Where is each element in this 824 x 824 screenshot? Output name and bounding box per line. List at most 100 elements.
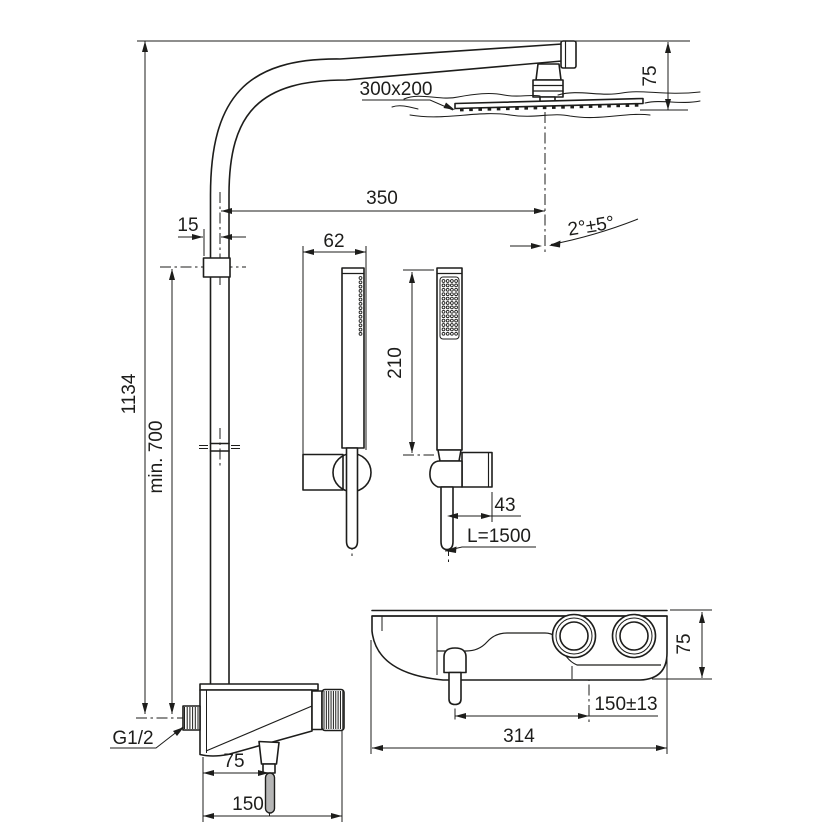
arrow-inlet-leader <box>173 727 184 736</box>
mixer-body <box>199 689 313 757</box>
arrow-210-top <box>409 272 415 283</box>
label-spout-offset: 75 <box>223 751 244 772</box>
deck-wall-edge <box>371 609 668 617</box>
arrow-150-13-left <box>455 713 466 719</box>
spray-wave-1 <box>403 92 541 100</box>
arrow-62-right <box>355 249 366 255</box>
arrow-314-right <box>656 745 667 751</box>
handshower-side-grip-hose <box>345 447 359 550</box>
overhead-shower <box>391 63 701 119</box>
arm-end-cap <box>560 40 577 69</box>
handshower-side-view <box>302 267 372 550</box>
label-holder-offset: 43 <box>494 495 515 516</box>
knob-top-left-mid <box>555 617 593 655</box>
handshower-front-view <box>429 267 493 551</box>
mixer-body-crease <box>205 705 313 752</box>
dim-line-210 <box>403 269 434 453</box>
arrow-head-size-leader <box>443 102 455 110</box>
arrow-75depth-bottom <box>699 667 705 678</box>
label-connection-spacing: 150±13 <box>594 694 657 715</box>
diverter-handle <box>264 772 276 814</box>
mixer-ext-lines <box>202 731 343 822</box>
spray-wave-4 <box>391 105 419 110</box>
arrow-15-right <box>221 234 232 240</box>
arrow-150-right <box>331 813 342 819</box>
knob-top-left-outer <box>551 613 597 659</box>
label-handshower-length: 210 <box>385 347 406 379</box>
label-deck-depth: 75 <box>674 633 695 654</box>
holder-sleeve <box>437 449 462 462</box>
leader-inlet-thread <box>110 726 184 749</box>
riser-union-joint <box>209 442 230 452</box>
arrow-210-bottom <box>409 442 415 453</box>
mixer-front-view <box>182 683 345 814</box>
riser-outer-line <box>209 43 563 686</box>
spray-wave-3 <box>409 113 651 119</box>
shower-hose <box>440 486 454 551</box>
arrow-75depth-top <box>699 612 705 623</box>
arrow-75mix-right <box>258 770 269 776</box>
arrow-75mix-left <box>203 770 214 776</box>
mixer-top-view <box>371 609 668 706</box>
spray-face-outline <box>439 276 460 340</box>
arrowheads <box>142 41 705 819</box>
arrow-angle-tick <box>531 243 542 249</box>
topview-spout-head <box>443 647 467 674</box>
label-handshower-depth: 62 <box>323 231 344 252</box>
handshower-front-body <box>436 267 463 451</box>
arrow-min700-top <box>169 269 175 280</box>
label-riser-offset: 15 <box>177 215 198 236</box>
label-head-size: 300x200 <box>360 79 433 100</box>
arrow-150-13-right <box>578 713 589 719</box>
label-hose-length: L=1500 <box>467 526 531 547</box>
label-min-height: min. 700 <box>146 421 167 494</box>
holder-barrel <box>461 451 493 488</box>
topview-spout-rod <box>448 671 462 706</box>
label-head-drop: 75 <box>640 65 661 86</box>
handshower-front-nozzles <box>441 279 458 336</box>
mixer-knob-knurl <box>323 691 344 729</box>
label-deck-width: 314 <box>503 726 535 747</box>
arrow-62-left <box>303 249 314 255</box>
arrow-hose-leader <box>445 546 457 553</box>
arrow-43-left <box>447 513 458 519</box>
spout-neck <box>258 740 280 765</box>
ball-joint-upper <box>535 63 562 81</box>
overhead-nozzles <box>460 103 639 112</box>
pipe-break-marks <box>199 445 240 449</box>
shower-head-plate <box>454 97 644 110</box>
label-inlet-thread: G1/2 <box>112 728 153 749</box>
arrow-min700-bottom <box>169 703 175 714</box>
handshower-side-body <box>341 267 365 449</box>
label-body-width: 150 <box>232 794 264 815</box>
arrow-350-left <box>221 208 232 214</box>
label-overall-height: 1134 <box>119 373 140 414</box>
arrow-150-left <box>203 813 214 819</box>
arrow-75head-top <box>665 42 671 53</box>
arrow-angle-arc <box>549 240 561 248</box>
knob-top-right-mid <box>615 617 653 655</box>
arrow-15-left <box>192 234 203 240</box>
arrow-43-right <box>481 513 492 519</box>
arrow-75head-bottom <box>665 99 671 110</box>
arrow-350-right <box>534 208 545 214</box>
ball-joint-rings <box>533 84 563 92</box>
dim-line-75-head <box>640 42 688 111</box>
wall-bracket <box>202 257 231 278</box>
arrow-1134-bottom <box>142 703 148 714</box>
spout-joint <box>262 763 276 774</box>
knob-top-right-inner <box>619 621 649 651</box>
inlet-connector <box>182 705 201 731</box>
inlet-knurl <box>184 707 199 729</box>
arrow-314-left <box>372 745 383 751</box>
knob-top-right-outer <box>611 613 657 659</box>
riser-and-arm <box>202 40 577 686</box>
riser-inner-line <box>228 60 563 686</box>
holder-elbow <box>429 460 463 488</box>
label-arm-reach: 350 <box>366 188 398 209</box>
arrow-1134-top <box>142 41 148 52</box>
knob-collar <box>311 690 323 731</box>
dim-line-314 <box>370 640 668 754</box>
